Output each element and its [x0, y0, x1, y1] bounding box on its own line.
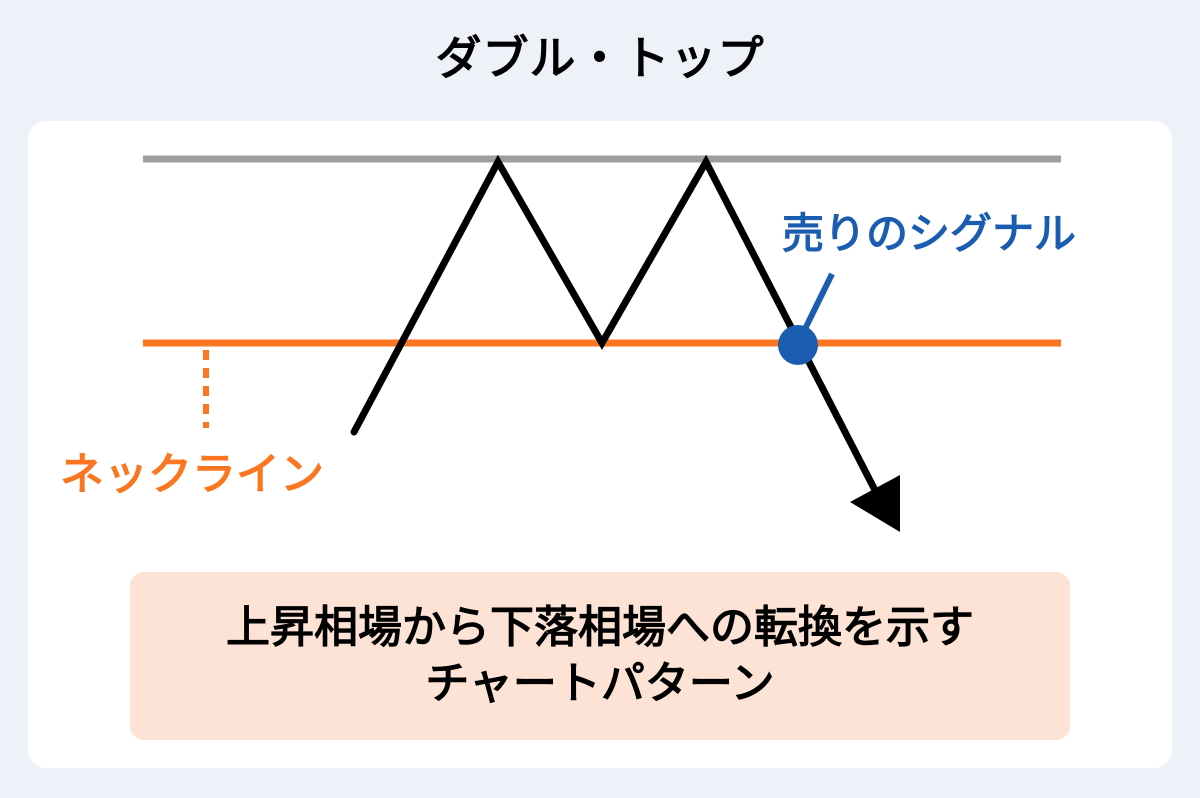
price-line [350, 154, 882, 500]
signal-pointer [801, 272, 835, 333]
caption-line-2: チャートパターン [425, 658, 775, 709]
sell-signal-dot [778, 325, 818, 365]
caption-box: 上昇相場から下落相場への転換を示す チャートパターン [130, 572, 1070, 740]
page-title: ダブル・トップ [435, 31, 765, 85]
down-arrow-icon [850, 475, 900, 532]
neckline-label: ネックライン [60, 449, 324, 500]
sell-signal-label: 売りのシグナル [782, 209, 1077, 258]
caption-line-1: 上昇相場から下落相場への転換を示す [226, 602, 974, 653]
